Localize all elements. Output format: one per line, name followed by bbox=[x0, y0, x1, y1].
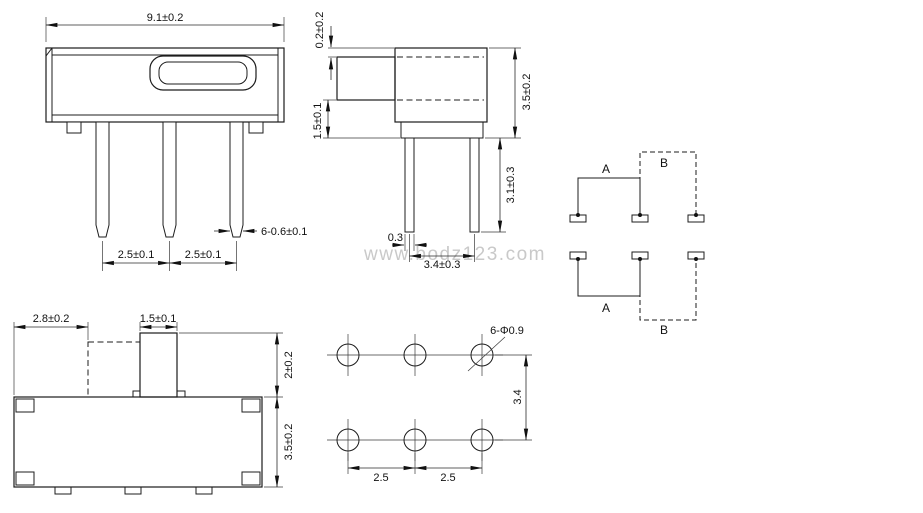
side-body-outline bbox=[394, 47, 488, 123]
slider-knob bbox=[149, 55, 257, 91]
dim-pin-length: 3.1±0.3 bbox=[481, 137, 517, 233]
side-base bbox=[400, 121, 484, 139]
knob-travel-ghost bbox=[87, 341, 141, 398]
dim-pin-thickness-label: 0.3 bbox=[388, 232, 403, 244]
front-view: 9.1±0.2 2.5±0.1 2.5±0.1 6-0.6±0.1 bbox=[45, 12, 307, 271]
mounting-hole bbox=[336, 343, 360, 367]
dim-travel: 2.8±0.2 bbox=[13, 313, 89, 395]
contact-path-b-top bbox=[639, 151, 697, 214]
dim-pin-span: 3.4±0.3 bbox=[408, 234, 476, 271]
position-b-top-label: B bbox=[660, 156, 668, 170]
position-a-bottom-label: A bbox=[602, 301, 610, 315]
dim-pin-span-label: 3.4±0.3 bbox=[424, 259, 461, 271]
dim-pin-pitch-left-label: 2.5±0.1 bbox=[118, 249, 155, 261]
bottom-tab bbox=[195, 486, 213, 495]
dim-pin-width: 6-0.6±0.1 bbox=[214, 226, 307, 238]
contact-dot bbox=[576, 257, 580, 261]
top-view: 2.8±0.2 1.5±0.1 2±0.2 3.5±0.2 bbox=[13, 313, 295, 495]
dim-row-pitch: 3.4 bbox=[495, 354, 532, 441]
contact-path-b-bottom bbox=[639, 260, 697, 321]
contact-path-a-top bbox=[577, 177, 641, 214]
mounting-hole bbox=[470, 428, 494, 452]
pin-3 bbox=[229, 121, 244, 238]
position-b-bottom-label: B bbox=[660, 323, 668, 337]
position-a-top-label: A bbox=[602, 162, 610, 176]
side-leg-left bbox=[404, 137, 415, 233]
corner-feature bbox=[15, 471, 35, 486]
dim-pin-thickness: 0.3 bbox=[388, 232, 427, 251]
dim-body-depth-label: 3.5±0.2 bbox=[283, 424, 295, 461]
corner-feature bbox=[241, 471, 261, 486]
bottom-tab bbox=[124, 486, 142, 495]
dim-knob-width: 1.5±0.1 bbox=[139, 313, 178, 331]
pin-2 bbox=[162, 121, 177, 238]
contact-dot bbox=[576, 213, 580, 217]
dim-knob-offset: 0.2±0.2 bbox=[314, 12, 394, 80]
dim-knob-depth: 2±0.2 bbox=[179, 332, 295, 398]
top-knob bbox=[139, 332, 178, 398]
contact-dot bbox=[694, 213, 698, 217]
dim-front-width-label: 9.1±0.2 bbox=[147, 12, 184, 24]
circuit-schematic: A B A B bbox=[569, 151, 705, 337]
dim-col-pitch-right-label: 2.5 bbox=[440, 472, 455, 484]
pin-1 bbox=[95, 121, 110, 238]
dim-hole-diameter: 6-Φ0.9 bbox=[467, 325, 524, 372]
dim-knob-width-label: 1.5±0.1 bbox=[140, 313, 177, 325]
corner-feature bbox=[15, 398, 35, 413]
contact-dot bbox=[638, 213, 642, 217]
dim-body-height-label: 3.5±0.2 bbox=[521, 74, 533, 111]
pcb-hole-layout: 6-Φ0.9 3.4 2.5 2.5 bbox=[327, 325, 532, 484]
mount-foot-right bbox=[248, 121, 264, 134]
dim-body-depth: 3.5±0.2 bbox=[264, 396, 295, 488]
dim-row-pitch-label: 3.4 bbox=[512, 389, 524, 404]
dim-col-pitch-left-label: 2.5 bbox=[373, 472, 388, 484]
bottom-tab bbox=[54, 486, 72, 495]
dim-pin-pitch: 2.5±0.1 2.5±0.1 bbox=[101, 241, 238, 271]
side-leg-right bbox=[469, 137, 480, 233]
contact-path-a-bottom bbox=[577, 260, 641, 297]
dim-pin-length-label: 3.1±0.3 bbox=[505, 167, 517, 204]
mounting-hole bbox=[403, 428, 427, 452]
corner-feature bbox=[241, 398, 261, 413]
top-body-outline bbox=[13, 396, 263, 488]
dim-knob-offset-label: 0.2±0.2 bbox=[314, 12, 326, 49]
dim-body-width: 9.1±0.2 bbox=[45, 12, 285, 42]
slider-knob-inner bbox=[158, 61, 248, 85]
dim-body-height: 3.5±0.2 bbox=[485, 47, 533, 139]
dim-pin-pitch-right-label: 2.5±0.1 bbox=[185, 249, 222, 261]
mounting-hole bbox=[470, 343, 494, 367]
dim-hole-diameter-label: 6-Φ0.9 bbox=[490, 325, 524, 337]
dim-pin-width-label: 6-0.6±0.1 bbox=[261, 226, 307, 238]
contact-dot bbox=[638, 257, 642, 261]
leader-line bbox=[467, 336, 506, 372]
dim-col-pitch: 2.5 2.5 bbox=[347, 453, 483, 484]
body-chamfer bbox=[45, 47, 53, 57]
mounting-hole bbox=[336, 428, 360, 452]
dim-knob-to-base: 1.5±0.1 bbox=[312, 99, 400, 140]
dim-travel-label: 2.8±0.2 bbox=[33, 313, 70, 325]
dim-knob-depth-label: 2±0.2 bbox=[283, 351, 295, 378]
side-knob bbox=[336, 56, 396, 101]
mounting-hole bbox=[403, 343, 427, 367]
contact-dot bbox=[694, 257, 698, 261]
side-view: 0.2±0.2 1.5±0.1 3.5±0.2 3.1±0.3 0.3 bbox=[312, 12, 533, 271]
mount-foot-left bbox=[66, 121, 82, 134]
dim-knob-to-base-label: 1.5±0.1 bbox=[312, 103, 324, 140]
